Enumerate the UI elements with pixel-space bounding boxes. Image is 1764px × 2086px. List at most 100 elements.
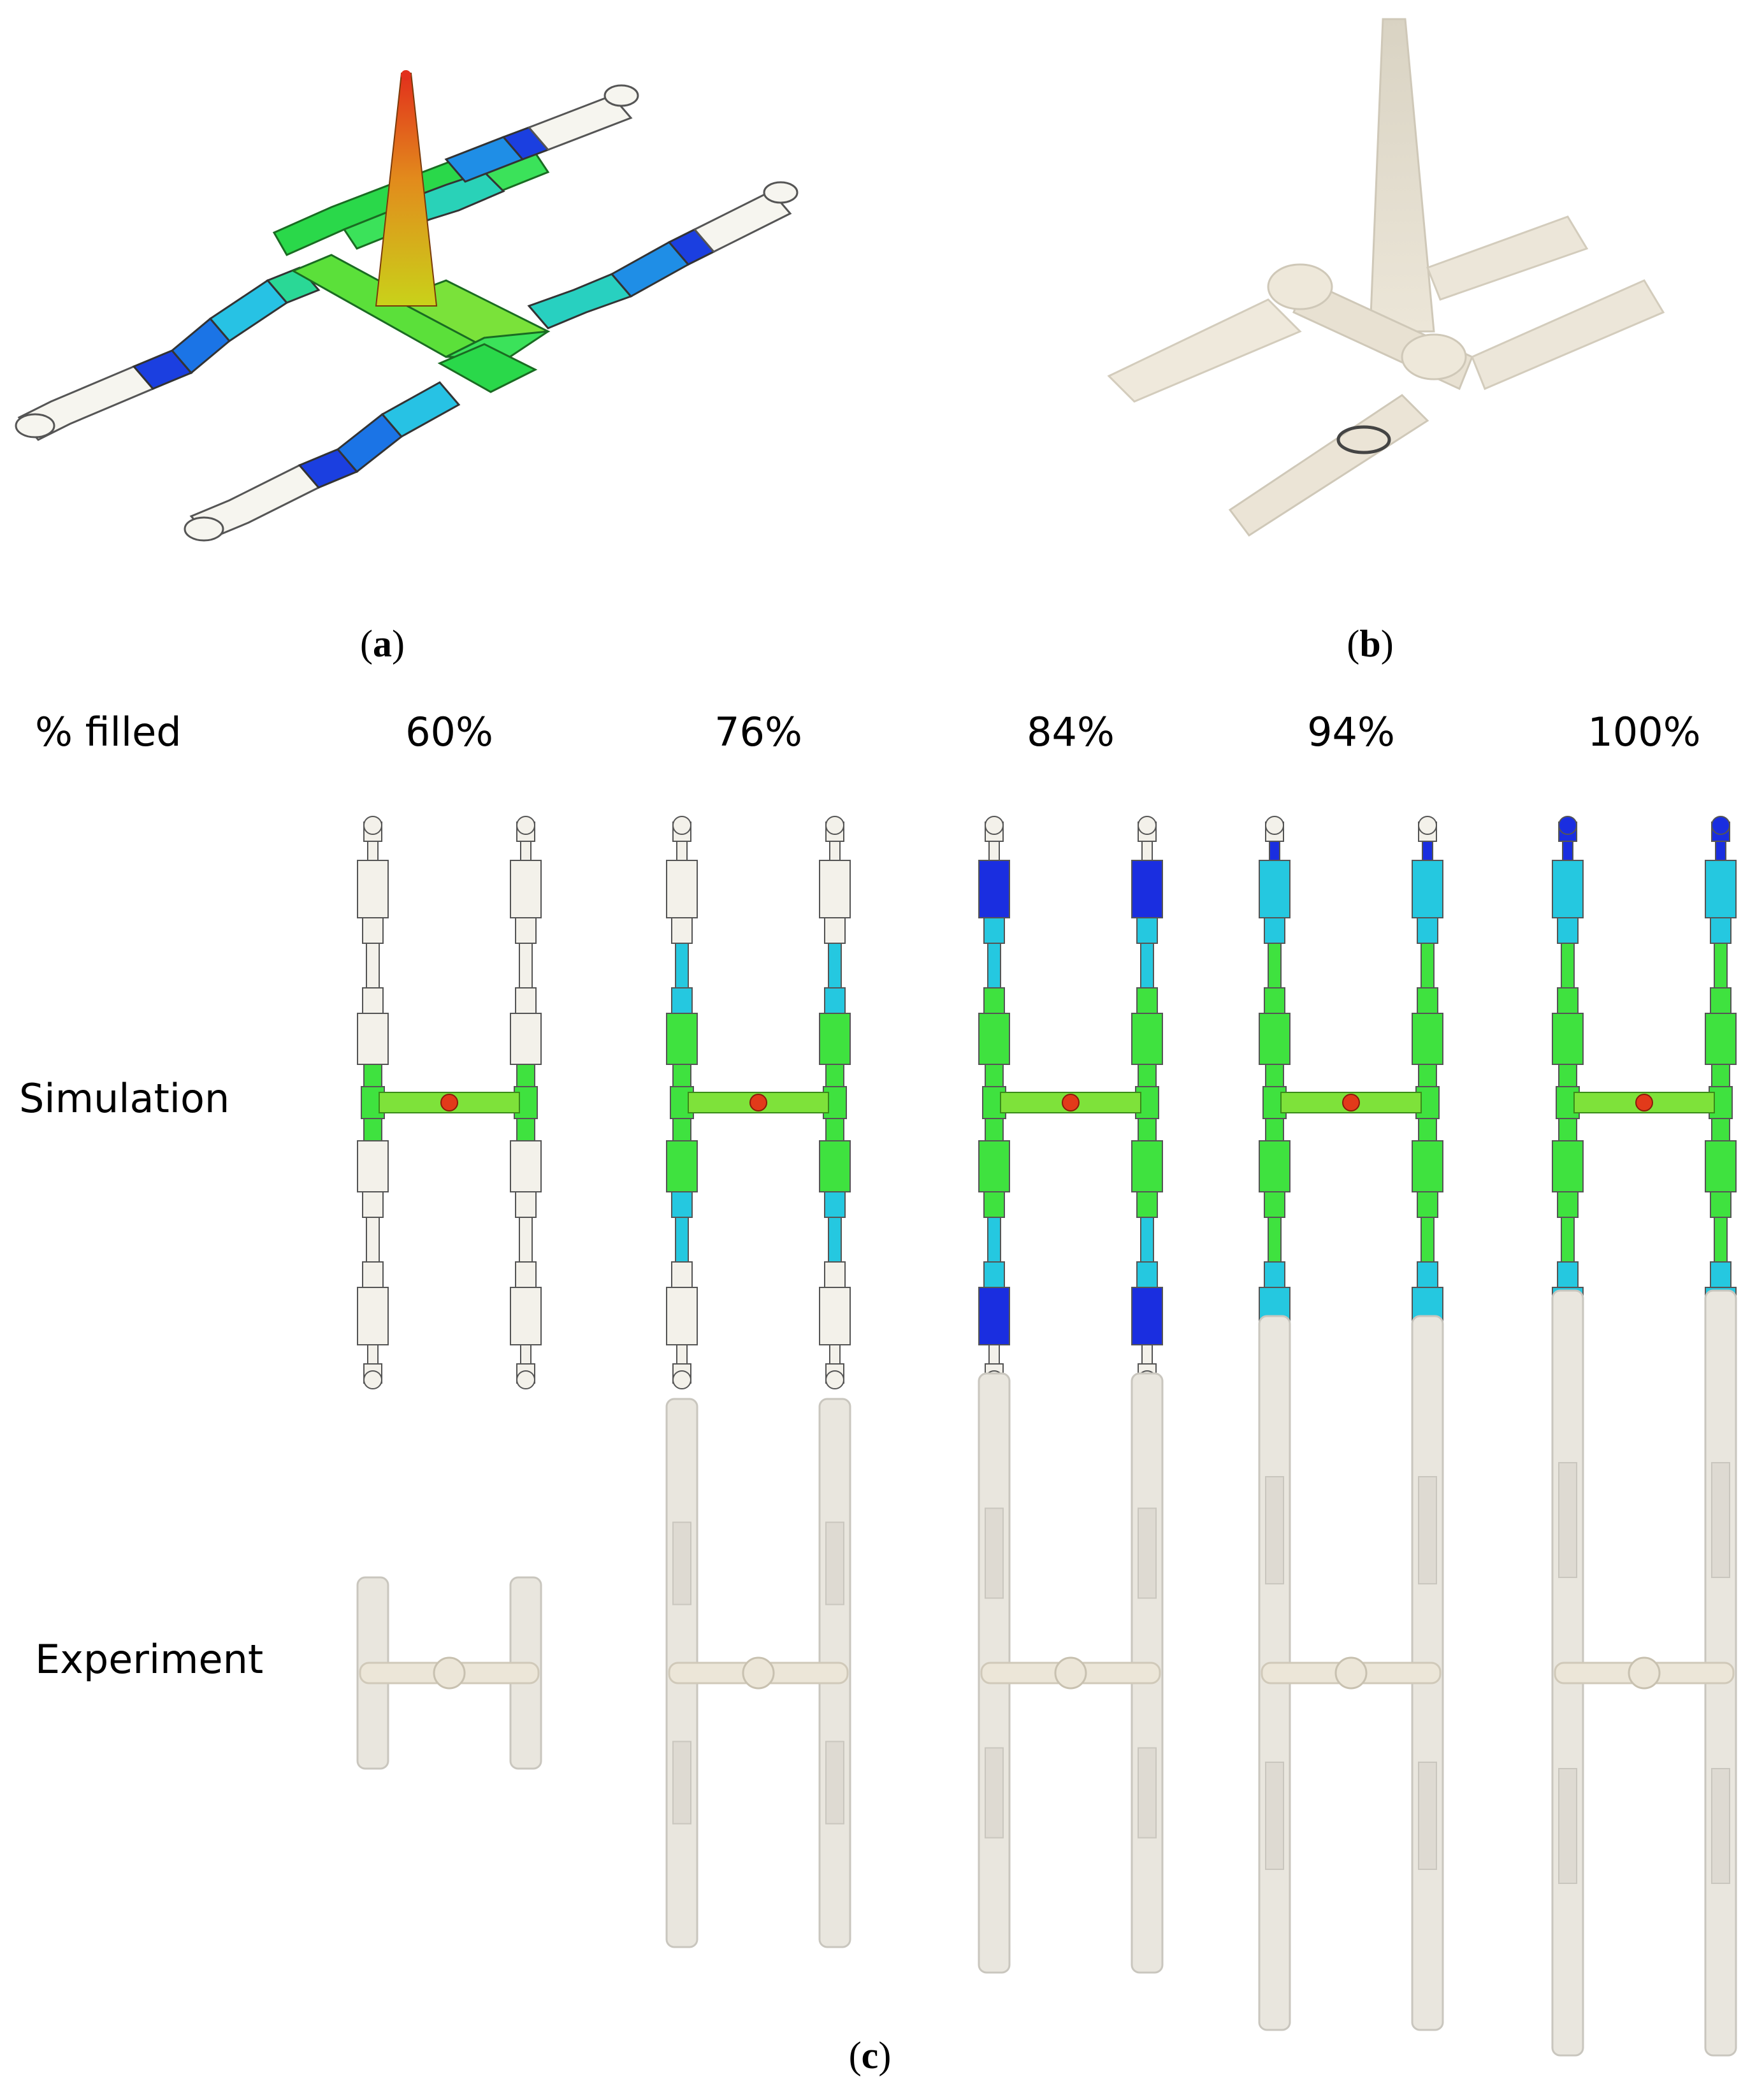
specimen-segment — [1715, 841, 1726, 861]
specimen-segment — [1259, 860, 1290, 918]
specimen-segment — [1138, 1064, 1157, 1087]
specimen-segment — [363, 1064, 382, 1087]
specimen-segment — [520, 841, 531, 861]
specimen-segment — [362, 1261, 384, 1288]
experiment-row — [356, 1289, 1737, 2057]
panel-b-label: (b) — [1347, 623, 1393, 665]
specimen-segment — [825, 1064, 844, 1087]
gate-marker — [1342, 1094, 1360, 1112]
specimen-segment — [983, 987, 1005, 1014]
specimen-segment — [1705, 1013, 1737, 1065]
specimen-segment — [671, 1191, 693, 1218]
specimen-segment — [987, 1217, 1001, 1263]
specimen-segment — [1417, 917, 1438, 944]
specimen-segment — [1562, 841, 1573, 861]
specimen-segment — [671, 987, 693, 1014]
experiment-frame — [978, 1372, 1164, 1974]
specimen-segment — [1557, 917, 1579, 944]
specimen-segment — [1711, 1064, 1730, 1087]
specimen-segment — [1711, 1118, 1730, 1141]
specimen-segment — [672, 1064, 691, 1087]
specimen-segment — [1412, 1140, 1443, 1192]
specimen-left-back — [15, 266, 321, 441]
specimen-segment — [1269, 841, 1280, 861]
specimen-segment — [978, 1140, 1010, 1192]
specimen-segment — [983, 1191, 1005, 1218]
specimen-segment — [1561, 943, 1575, 989]
experiment-frame — [356, 1576, 542, 1770]
specimen-segment — [666, 860, 698, 918]
specimen-segment — [985, 1064, 1004, 1087]
specimen-neck — [672, 1521, 691, 1605]
simulation-row — [357, 816, 1737, 1389]
specimen-end-ball — [672, 1370, 691, 1389]
sprue — [375, 70, 438, 307]
specimen-segment — [510, 1140, 542, 1192]
specimen-segment — [825, 1118, 844, 1141]
percent-filled-label: % filled — [35, 709, 182, 755]
gate-marker — [1635, 1094, 1653, 1112]
specimen-neck — [672, 1741, 691, 1825]
specimen-segment — [1710, 1191, 1731, 1218]
specimen-segment — [519, 1217, 533, 1263]
specimen-left-front — [184, 381, 461, 542]
simulation-frame — [978, 816, 1163, 1389]
specimen-neck — [1558, 1768, 1577, 1884]
specimen-segment — [819, 1287, 851, 1345]
specimen-segment — [1131, 1287, 1163, 1345]
specimen-segment — [1417, 1191, 1438, 1218]
simulation-frame — [1259, 816, 1443, 1389]
molded-gate — [433, 1656, 466, 1690]
specimen-segment — [1140, 943, 1154, 989]
specimen-segment — [978, 1013, 1010, 1065]
gate-marker — [749, 1094, 767, 1112]
specimen-end-ball — [1711, 816, 1730, 835]
row-label-experiment: Experiment — [35, 1636, 263, 1683]
specimen-segment — [671, 1261, 693, 1288]
specimen-end-ball — [825, 1370, 844, 1389]
specimen-end-ball — [363, 1370, 382, 1389]
specimen-segment — [1259, 1140, 1290, 1192]
specimen-segment — [1421, 1217, 1435, 1263]
specimen-neck — [1138, 1507, 1157, 1599]
specimen-neck — [1265, 1476, 1284, 1584]
specimen-segment — [1264, 987, 1285, 1014]
specimen-end-ball — [1418, 816, 1437, 835]
specimen-segment — [1265, 1064, 1284, 1087]
specimen-segment — [1131, 1013, 1163, 1065]
specimen-segment — [824, 1261, 846, 1288]
specimen-segment — [1265, 1118, 1284, 1141]
row-label-simulation: Simulation — [19, 1075, 229, 1122]
specimen-segment — [366, 1217, 380, 1263]
specimen-segment — [1418, 1064, 1437, 1087]
fill-level-label: 94% — [1307, 709, 1395, 755]
specimen-segment — [362, 1191, 384, 1218]
specimen-segment — [1422, 841, 1433, 861]
specimen-segment — [1268, 1217, 1282, 1263]
specimen-segment — [1417, 1261, 1438, 1288]
specimen-end-ball — [985, 816, 1004, 835]
molded-gate — [1334, 1656, 1368, 1690]
specimen-segment — [363, 1118, 382, 1141]
specimen-segment — [1561, 1217, 1575, 1263]
specimen-neck — [1265, 1762, 1284, 1870]
specimen-segment — [819, 860, 851, 918]
specimen-segment — [675, 943, 689, 989]
specimen-segment — [675, 1217, 689, 1263]
specimen-segment — [1141, 841, 1153, 861]
specimen-segment — [983, 917, 1005, 944]
specimen-right-front — [527, 181, 799, 330]
specimen-segment — [1140, 1217, 1154, 1263]
specimen-segment — [516, 1064, 535, 1087]
specimen-segment — [1259, 1013, 1290, 1065]
specimen-segment — [515, 1261, 537, 1288]
specimen-neck — [1138, 1747, 1157, 1839]
specimen-segment — [515, 1191, 537, 1218]
specimen-segment — [1710, 987, 1731, 1014]
specimen-segment — [357, 1287, 389, 1345]
specimen-segment — [1552, 1013, 1584, 1065]
specimen-segment — [1705, 1140, 1737, 1192]
specimen-segment — [510, 1287, 542, 1345]
specimen-end-ball — [1138, 816, 1157, 835]
